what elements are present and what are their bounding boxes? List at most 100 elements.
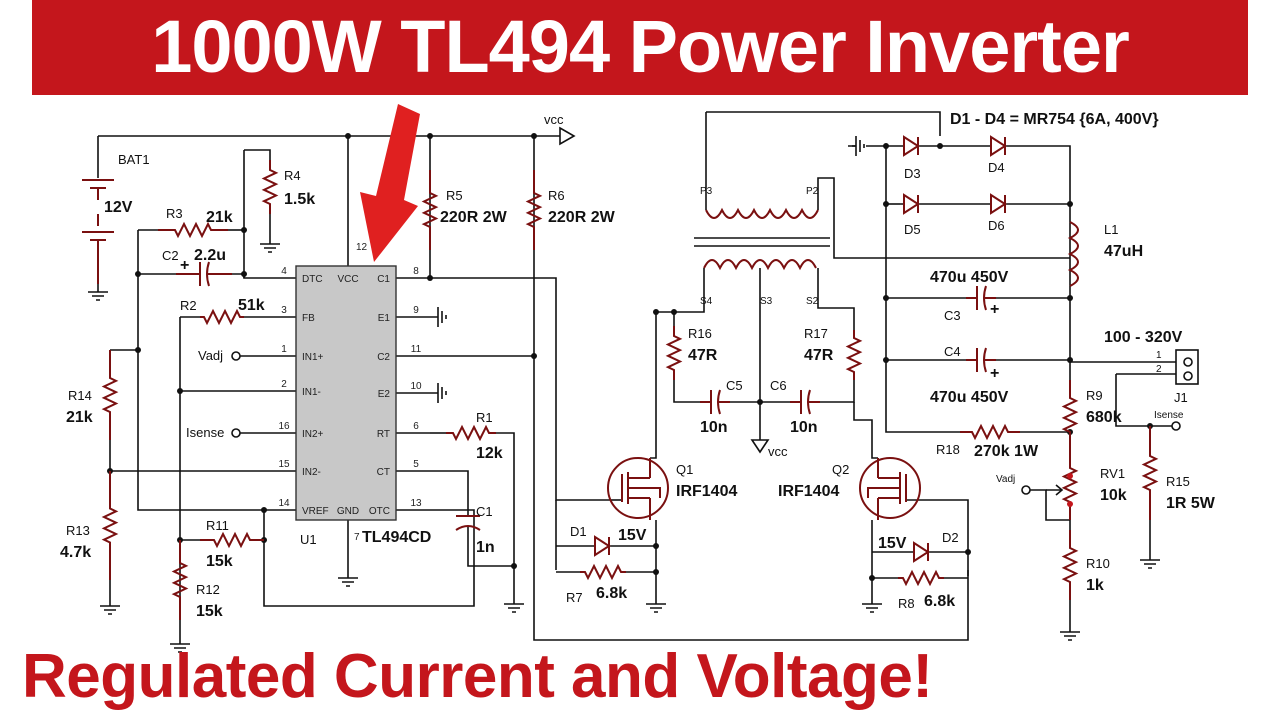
resistor-r10 bbox=[1061, 530, 1079, 600]
potentiometer-rv1 bbox=[1061, 450, 1079, 520]
page-title: 1000W TL494 Power Inverter bbox=[151, 5, 1130, 88]
pin-p3: P3 bbox=[700, 186, 713, 197]
ic-pin-name: VREF bbox=[302, 506, 329, 517]
ic-pin-name: DTC bbox=[302, 274, 323, 285]
label-r9: R9 bbox=[1086, 388, 1103, 403]
label-c3: C3 bbox=[944, 308, 961, 323]
ground-icon bbox=[338, 570, 358, 587]
vcc-arrow-icon bbox=[750, 439, 770, 454]
ground-icon bbox=[1060, 624, 1080, 641]
component-labels: DTC4FB3IN1+1IN1-2IN2+16IN2-15VREF14C18E1… bbox=[60, 111, 1216, 620]
resistor-r1 bbox=[446, 424, 496, 442]
pin-s3: S3 bbox=[760, 296, 773, 307]
junction-dot bbox=[883, 357, 889, 363]
junction-dot bbox=[883, 201, 889, 207]
ic-pin-name: VCC bbox=[337, 274, 358, 285]
label-q1: Q1 bbox=[676, 462, 693, 477]
title-banner: 1000W TL494 Power Inverter bbox=[32, 0, 1248, 95]
junction-dot bbox=[937, 143, 943, 149]
ic-pin-number: 14 bbox=[278, 498, 290, 509]
junction-dot bbox=[965, 549, 971, 555]
label-rv1: RV1 bbox=[1100, 466, 1125, 481]
junction-dot bbox=[653, 309, 659, 315]
label-r4: R4 bbox=[284, 168, 301, 183]
footer-title: Regulated Current and Voltage! bbox=[22, 642, 933, 711]
ic-u1-body bbox=[295, 265, 397, 521]
junction-dot bbox=[135, 347, 141, 353]
capacitor-c4 bbox=[966, 347, 996, 373]
resistor-r11 bbox=[200, 531, 264, 549]
ic-pin-number: 8 bbox=[413, 266, 419, 277]
transformer-primary bbox=[705, 207, 819, 219]
junction-dot bbox=[135, 271, 141, 277]
label-r7v: 6.8k bbox=[596, 585, 627, 602]
ic-pin-name: OTC bbox=[369, 506, 390, 517]
vadj-terminal-2 bbox=[1021, 485, 1031, 495]
pin-s4: S4 bbox=[700, 296, 713, 307]
ic-part-number: TL494CD bbox=[362, 529, 431, 546]
label-c1: C1 bbox=[476, 504, 493, 519]
resistor-r14 bbox=[101, 350, 119, 440]
label-c1v: 1n bbox=[476, 539, 495, 556]
vadj-label-2: Vadj bbox=[996, 474, 1015, 485]
j1-pin2-num: 2 bbox=[1156, 364, 1162, 375]
q2-drain-wire bbox=[853, 402, 878, 459]
wire bbox=[496, 432, 515, 596]
transformer-secondary bbox=[703, 259, 817, 271]
label-r17: R17 bbox=[804, 326, 828, 341]
diode-d5 bbox=[903, 193, 920, 215]
vcc-label-2: vcc bbox=[768, 444, 788, 459]
ground-icon bbox=[170, 636, 190, 653]
ic-pin-number: 6 bbox=[413, 421, 419, 432]
ground-icon bbox=[100, 598, 120, 615]
resistor-r7 bbox=[580, 563, 626, 581]
label-c4v: 470u 450V bbox=[930, 389, 1009, 406]
resistor-r17 bbox=[845, 330, 863, 380]
j1-pin-1 bbox=[1183, 357, 1193, 367]
inductor-l1 bbox=[1067, 221, 1079, 287]
r4-top bbox=[244, 149, 271, 160]
label-r17v: 47R bbox=[804, 347, 834, 364]
resistor-r9 bbox=[1061, 380, 1079, 450]
resistor-r6 bbox=[525, 170, 543, 250]
label-c4: C4 bbox=[944, 344, 961, 359]
isense-label: Isense bbox=[186, 425, 224, 440]
junction-dot bbox=[241, 227, 247, 233]
label-q2: Q2 bbox=[832, 462, 849, 477]
label-r16: R16 bbox=[688, 326, 712, 341]
ground-icon bbox=[646, 596, 666, 613]
wire bbox=[1115, 374, 1150, 427]
ic-pin-name: GND bbox=[337, 506, 359, 517]
label-d5: D5 bbox=[904, 222, 921, 237]
q1-drain-wire bbox=[650, 312, 657, 459]
c3-plus: + bbox=[990, 301, 999, 318]
label-r12v: 15k bbox=[196, 603, 223, 620]
resistor-r13 bbox=[101, 471, 119, 580]
output-range: 100 - 320V bbox=[1104, 329, 1183, 346]
zener-d2 bbox=[913, 541, 930, 563]
ic-pin-name: C2 bbox=[377, 352, 390, 363]
resistor-r18 bbox=[960, 423, 1020, 441]
wire bbox=[673, 380, 700, 403]
label-r6v: 220R 2W bbox=[548, 209, 616, 226]
ground-icon bbox=[504, 596, 524, 613]
label-r5: R5 bbox=[446, 188, 463, 203]
r6-bus bbox=[533, 136, 969, 641]
c4-plus: + bbox=[990, 365, 999, 382]
junction-dot bbox=[511, 563, 517, 569]
junction-dot bbox=[869, 575, 875, 581]
ic-pin-number: 12 bbox=[356, 242, 368, 253]
label-r9v: 680k bbox=[1086, 409, 1122, 426]
capacitor-c3 bbox=[966, 285, 996, 311]
zener-d1 bbox=[594, 535, 611, 557]
label-d1: D1 bbox=[570, 524, 587, 539]
wire bbox=[885, 420, 960, 433]
label-l1v: 47uH bbox=[1104, 243, 1143, 260]
in2-minus-wire bbox=[109, 440, 272, 472]
transformer-core bbox=[694, 237, 830, 247]
otc-loop bbox=[263, 509, 475, 607]
label-r15: R15 bbox=[1166, 474, 1190, 489]
label-c2v: 2.2u bbox=[194, 247, 226, 264]
